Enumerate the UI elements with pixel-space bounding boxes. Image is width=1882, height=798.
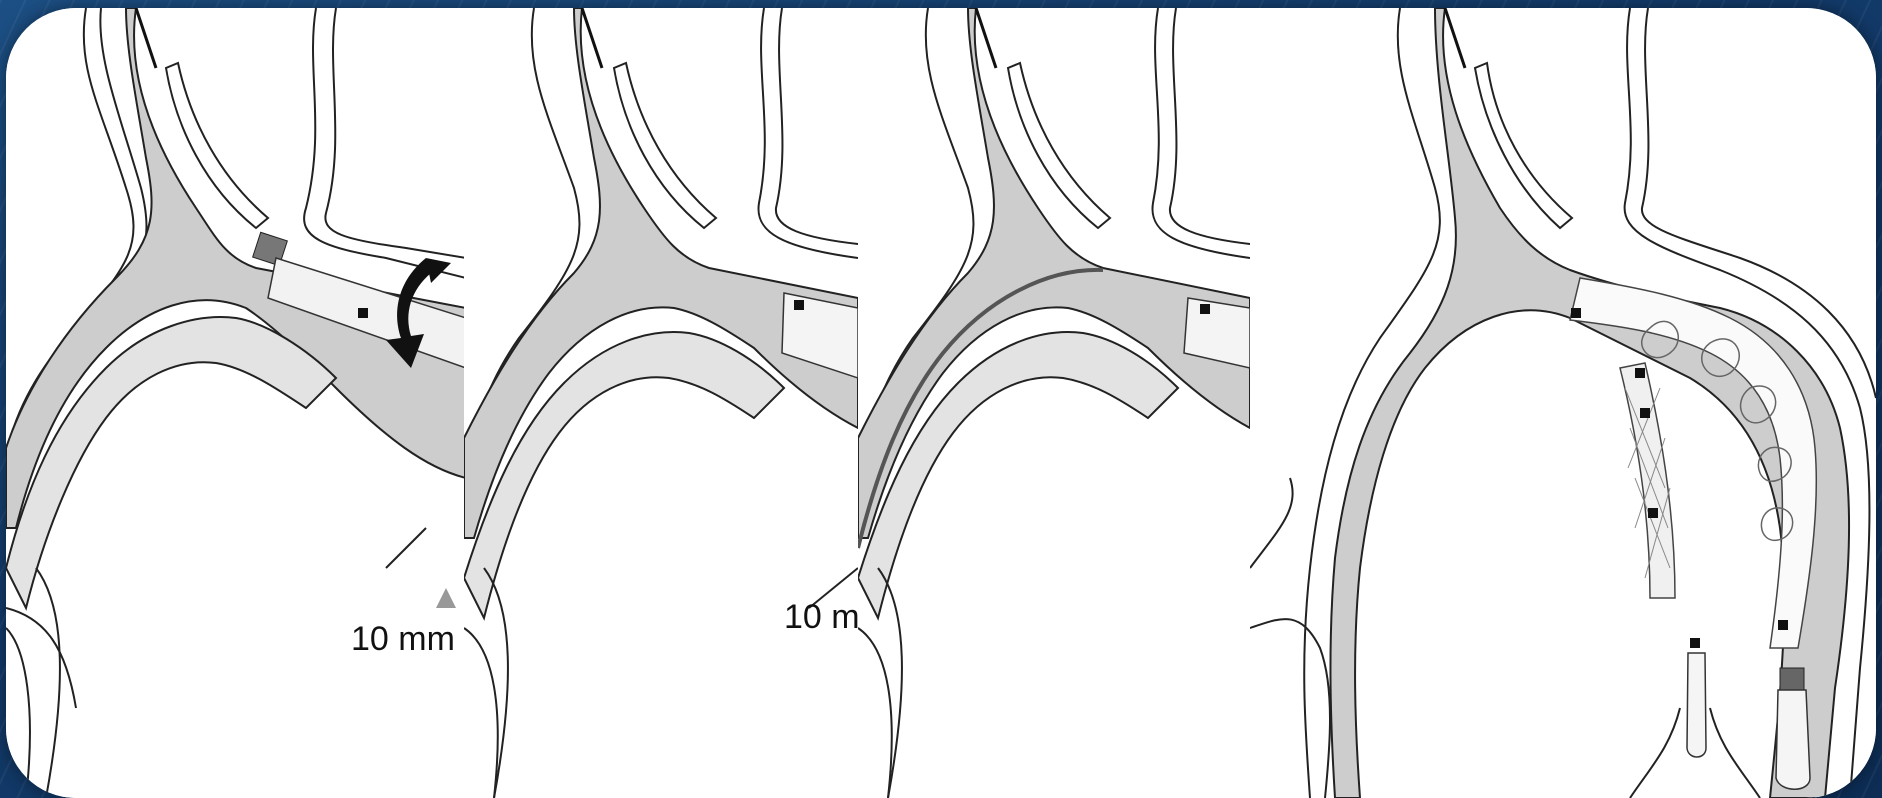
panel-1: 10 mm xyxy=(6,8,464,798)
marker-3 xyxy=(1640,408,1650,418)
panel-2: 10 m xyxy=(464,8,858,798)
marker-6 xyxy=(1778,620,1788,630)
marker-4 xyxy=(1648,508,1658,518)
panel-3 xyxy=(858,8,1250,798)
guidewire xyxy=(1445,8,1465,68)
marker-5 xyxy=(1690,638,1700,648)
guidewire xyxy=(582,8,602,68)
measure-label: 10 m xyxy=(784,598,858,637)
stent-marker xyxy=(794,300,804,310)
figure-card: 10 mm 10 m xyxy=(6,8,1876,798)
side-balloon xyxy=(1687,653,1706,757)
vessel-diagram-2 xyxy=(464,8,858,798)
balloon-band xyxy=(1780,668,1804,690)
stent-marker xyxy=(1200,304,1210,314)
marker-1 xyxy=(1571,308,1581,318)
vessel-diagram-3 xyxy=(858,8,1250,798)
measure-pointer xyxy=(436,588,456,608)
panel-4 xyxy=(1250,8,1876,798)
measure-label: 10 mm xyxy=(351,620,455,659)
branch-vessels xyxy=(1250,478,1760,798)
stent-marker xyxy=(358,308,368,318)
branch-vessels xyxy=(6,568,76,798)
rotation-arrowhead xyxy=(426,258,451,283)
balloon xyxy=(1776,690,1810,789)
marker-2 xyxy=(1635,368,1645,378)
vessel-diagram-1 xyxy=(6,8,464,798)
guidewire xyxy=(976,8,996,68)
vessel-diagram-4 xyxy=(1250,8,1876,798)
side-branch-stent xyxy=(1620,363,1675,598)
measure-leader xyxy=(386,528,426,568)
guidewire xyxy=(136,8,156,68)
